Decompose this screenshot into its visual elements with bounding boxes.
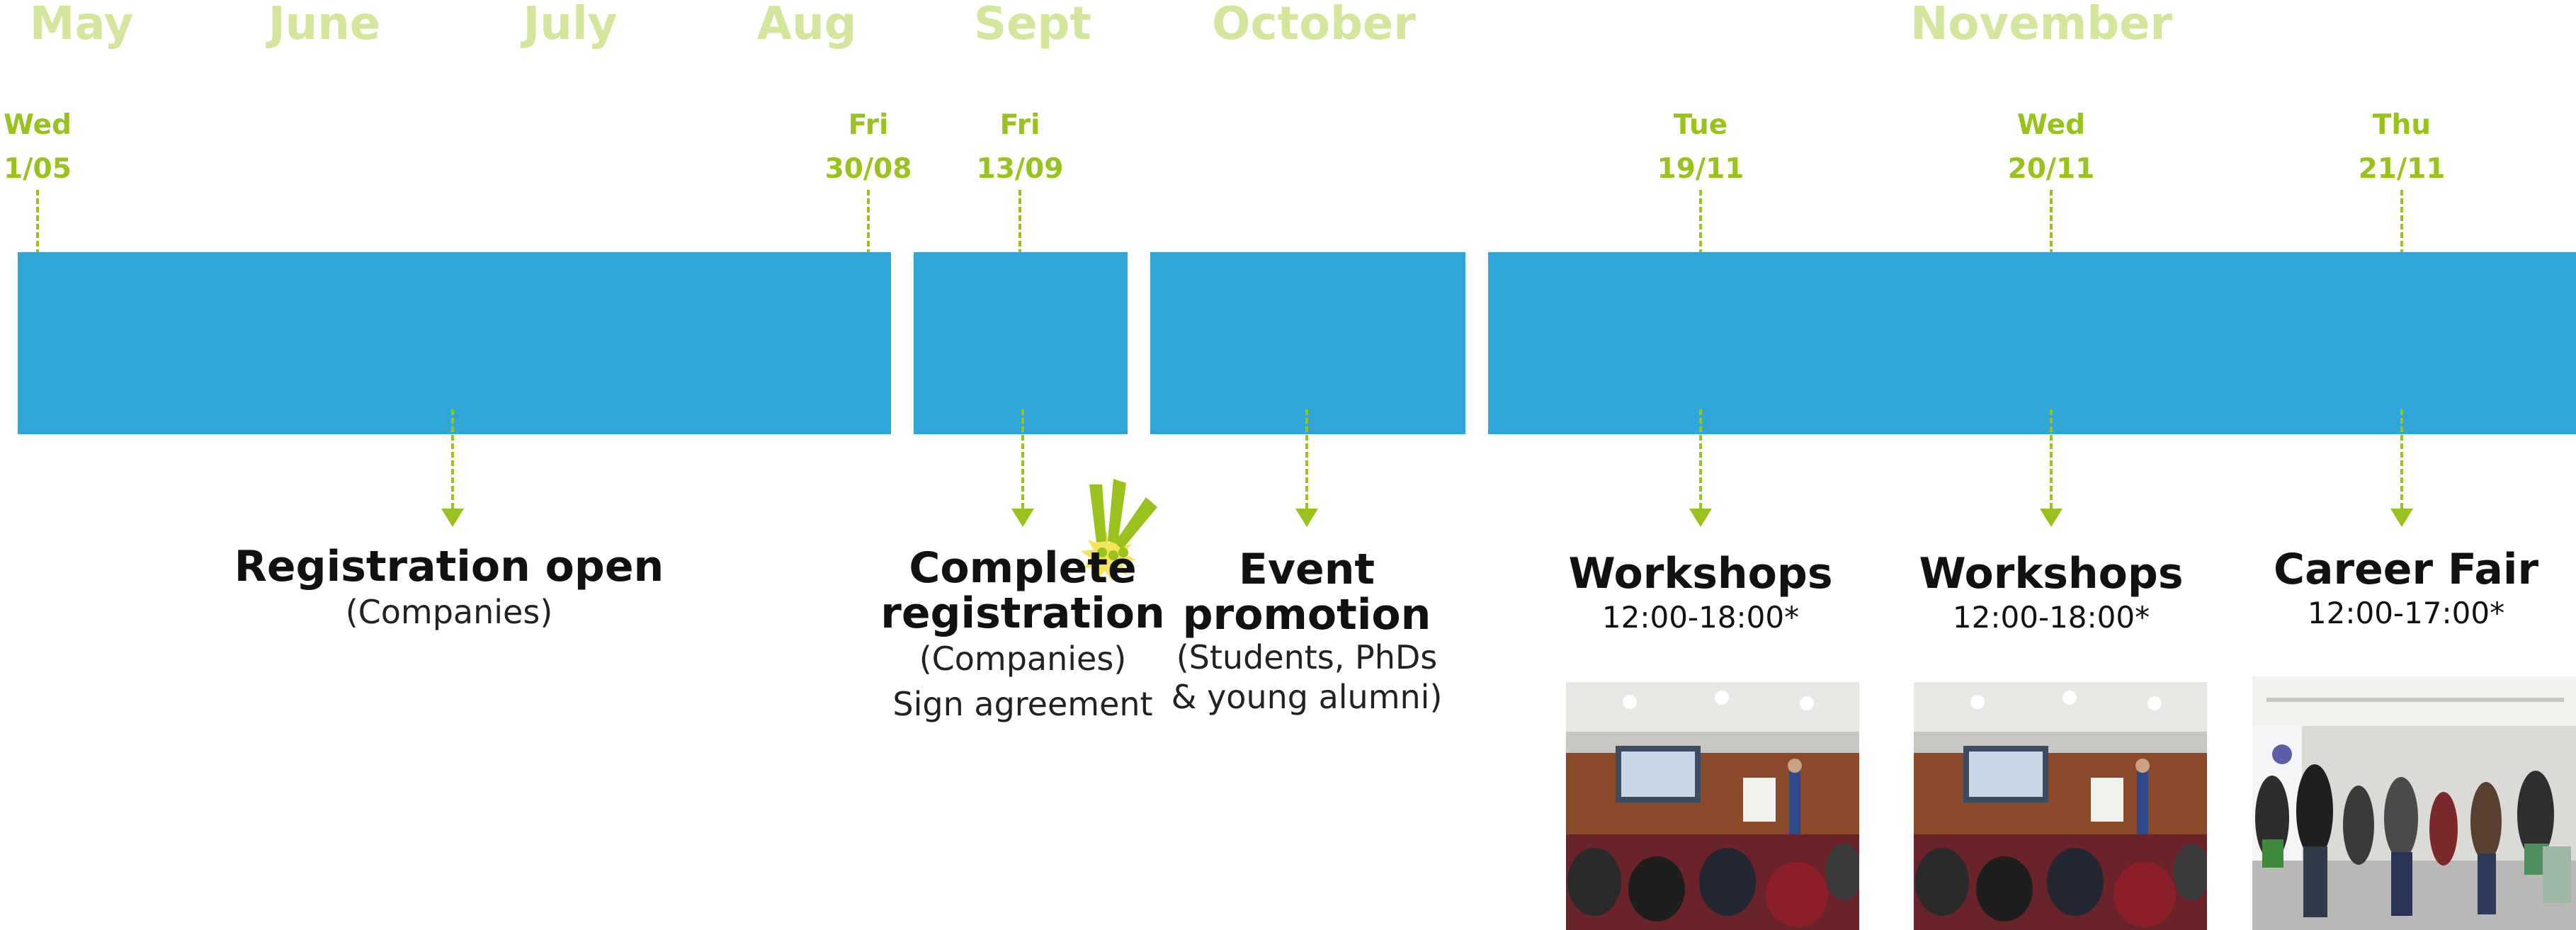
date-label-6: Thu 21/11	[2359, 103, 2446, 191]
timeline-band-november	[1488, 252, 2576, 434]
event-title: Workshops	[1919, 549, 2184, 599]
date-marker-line	[1699, 190, 1702, 280]
event-title: Career Fair	[2273, 545, 2539, 594]
career-fair-photo	[2252, 676, 2576, 930]
month-may: May	[29, 0, 134, 50]
date-marker-line	[2050, 190, 2053, 280]
workshop-photo-2	[1914, 682, 2207, 930]
event-complete-registration: Complete registration (Companies) Sign a…	[880, 545, 1164, 727]
event-time: 12:00-17:00*	[2307, 596, 2505, 630]
month-october: October	[1212, 0, 1416, 50]
event-arrow-line	[2050, 409, 2053, 509]
arrow-down-icon	[2040, 509, 2062, 527]
event-arrow-line	[1021, 409, 1024, 509]
month-june: June	[268, 0, 381, 50]
arrow-down-icon	[1295, 509, 1318, 527]
date-label-3: Fri 13/09	[977, 103, 1064, 191]
date-value: 20/11	[2007, 153, 2095, 185]
event-title-line-2: promotion	[1182, 590, 1431, 640]
event-time: 12:00-18:00*	[1601, 600, 1800, 635]
event-arrow-line	[1699, 409, 1702, 509]
workshop-photo-illustration	[1566, 682, 1859, 930]
event-arrow-line	[1305, 409, 1308, 509]
arrow-down-icon	[1689, 509, 1712, 527]
timeline-band-may-aug	[18, 252, 891, 434]
date-label-1: Wed 1/05	[4, 103, 72, 191]
date-day: Fri	[848, 109, 889, 141]
event-audience-line-1: (Students, PhDs	[1176, 638, 1438, 676]
date-marker-line	[2400, 190, 2403, 280]
event-workshops-2: Workshops 12:00-18:00*	[1919, 551, 2183, 639]
date-day: Tue	[1673, 109, 1728, 141]
event-subtitle: (Companies)	[345, 593, 553, 631]
workshop-photo-illustration	[1914, 682, 2207, 930]
date-day: Wed	[2016, 109, 2085, 141]
month-november: November	[1910, 0, 2173, 50]
date-marker-line	[1019, 190, 1021, 280]
event-arrow-line	[451, 409, 454, 509]
date-label-5: Wed 20/11	[2008, 103, 2095, 191]
event-title: Registration open	[234, 542, 664, 591]
event-note: Sign agreement	[892, 685, 1153, 723]
month-july: July	[523, 0, 618, 50]
event-title: Workshops	[1568, 549, 1833, 599]
arrow-down-icon	[1011, 509, 1034, 527]
event-subtitle: (Companies)	[919, 640, 1127, 678]
date-marker-line	[867, 190, 870, 280]
event-workshops-1: Workshops 12:00-18:00*	[1568, 551, 1832, 639]
event-time: 12:00-18:00*	[1952, 600, 2150, 635]
date-label-4: Tue 19/11	[1657, 103, 1744, 191]
date-value: 1/05	[4, 153, 72, 185]
date-day: Thu	[2372, 109, 2432, 141]
date-value: 19/11	[1657, 153, 1744, 185]
date-marker-line	[36, 190, 39, 280]
date-day: Wed	[4, 109, 72, 141]
event-promotion: Event promotion (Students, PhDs & young …	[1171, 547, 1443, 717]
event-arrow-line	[2400, 409, 2403, 509]
date-day: Fri	[999, 109, 1040, 141]
workshop-photo-1	[1566, 682, 1859, 930]
event-title-line-1: Complete	[909, 543, 1137, 593]
event-audience-line-2: & young alumni)	[1171, 678, 1443, 716]
month-aug: Aug	[756, 0, 857, 50]
date-value: 21/11	[2358, 153, 2446, 185]
career-fair-photo-illustration	[2252, 676, 2576, 930]
event-registration-open: Registration open (Companies)	[234, 544, 664, 635]
date-value: 30/08	[824, 153, 912, 185]
arrow-down-icon	[441, 509, 464, 527]
arrow-down-icon	[2390, 509, 2413, 527]
exclamation-burst-icon	[1081, 479, 1157, 581]
month-sept: Sept	[974, 0, 1091, 50]
date-label-2: Fri 30/08	[825, 103, 912, 191]
event-title-line-2: registration	[880, 589, 1165, 638]
timeline-band-october	[1150, 252, 1465, 434]
event-title-line-1: Event	[1238, 545, 1375, 594]
event-career-fair: Career Fair 12:00-17:00*	[2274, 547, 2538, 635]
date-value: 13/09	[976, 153, 1064, 185]
timeline-band-sept	[914, 252, 1128, 434]
